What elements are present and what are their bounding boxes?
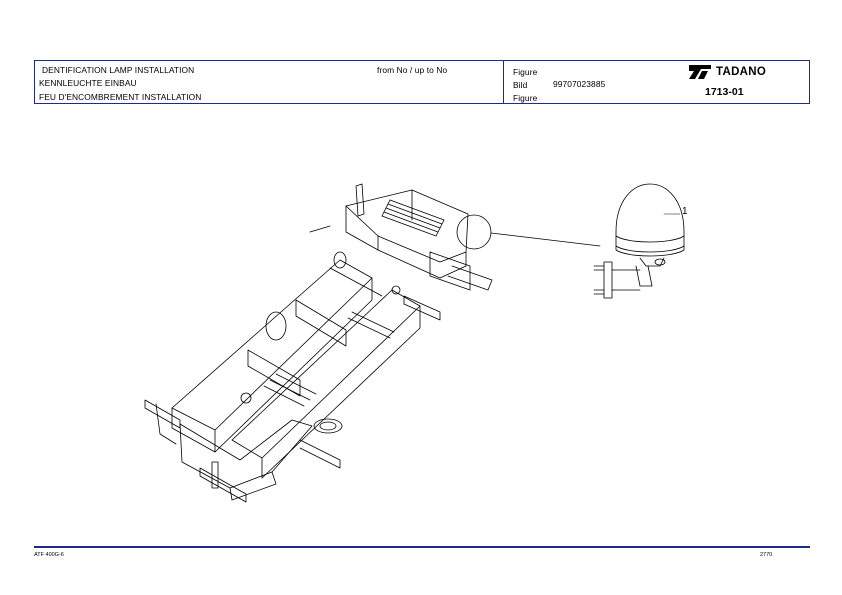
figure-label-de: Bild (513, 80, 528, 90)
tadano-logo: TADANO (689, 65, 779, 79)
figure-label-fr: Figure (513, 93, 538, 103)
title-block: DENTIFICATION LAMP INSTALLATION KENNLEUC… (34, 60, 810, 104)
callout-1: 1 (682, 206, 688, 217)
document-code: 1713-01 (705, 86, 744, 98)
title-english: DENTIFICATION LAMP INSTALLATION (42, 65, 195, 75)
footer-rule (34, 546, 810, 548)
leader-line (490, 232, 601, 247)
beacon-lamp-detail (593, 183, 685, 299)
title-german: KENNLEUCHTE EINBAU (39, 78, 137, 88)
figure-label-en: Figure (513, 67, 538, 77)
title-block-divider (503, 61, 504, 103)
brand-name: TADANO (716, 66, 767, 78)
footer-page: 2770 (760, 552, 773, 558)
figure-number: 99707023885 (553, 79, 606, 89)
detail-circle (456, 214, 492, 250)
serial-range: from No / up to No (377, 65, 448, 75)
footer-model: ATF 400G-6 (34, 552, 64, 558)
title-french: FEU D'ENCOMBREMENT INSTALLATION (39, 92, 202, 102)
tadano-logo-icon (689, 65, 711, 79)
carrier-frame-drawing (144, 183, 493, 503)
